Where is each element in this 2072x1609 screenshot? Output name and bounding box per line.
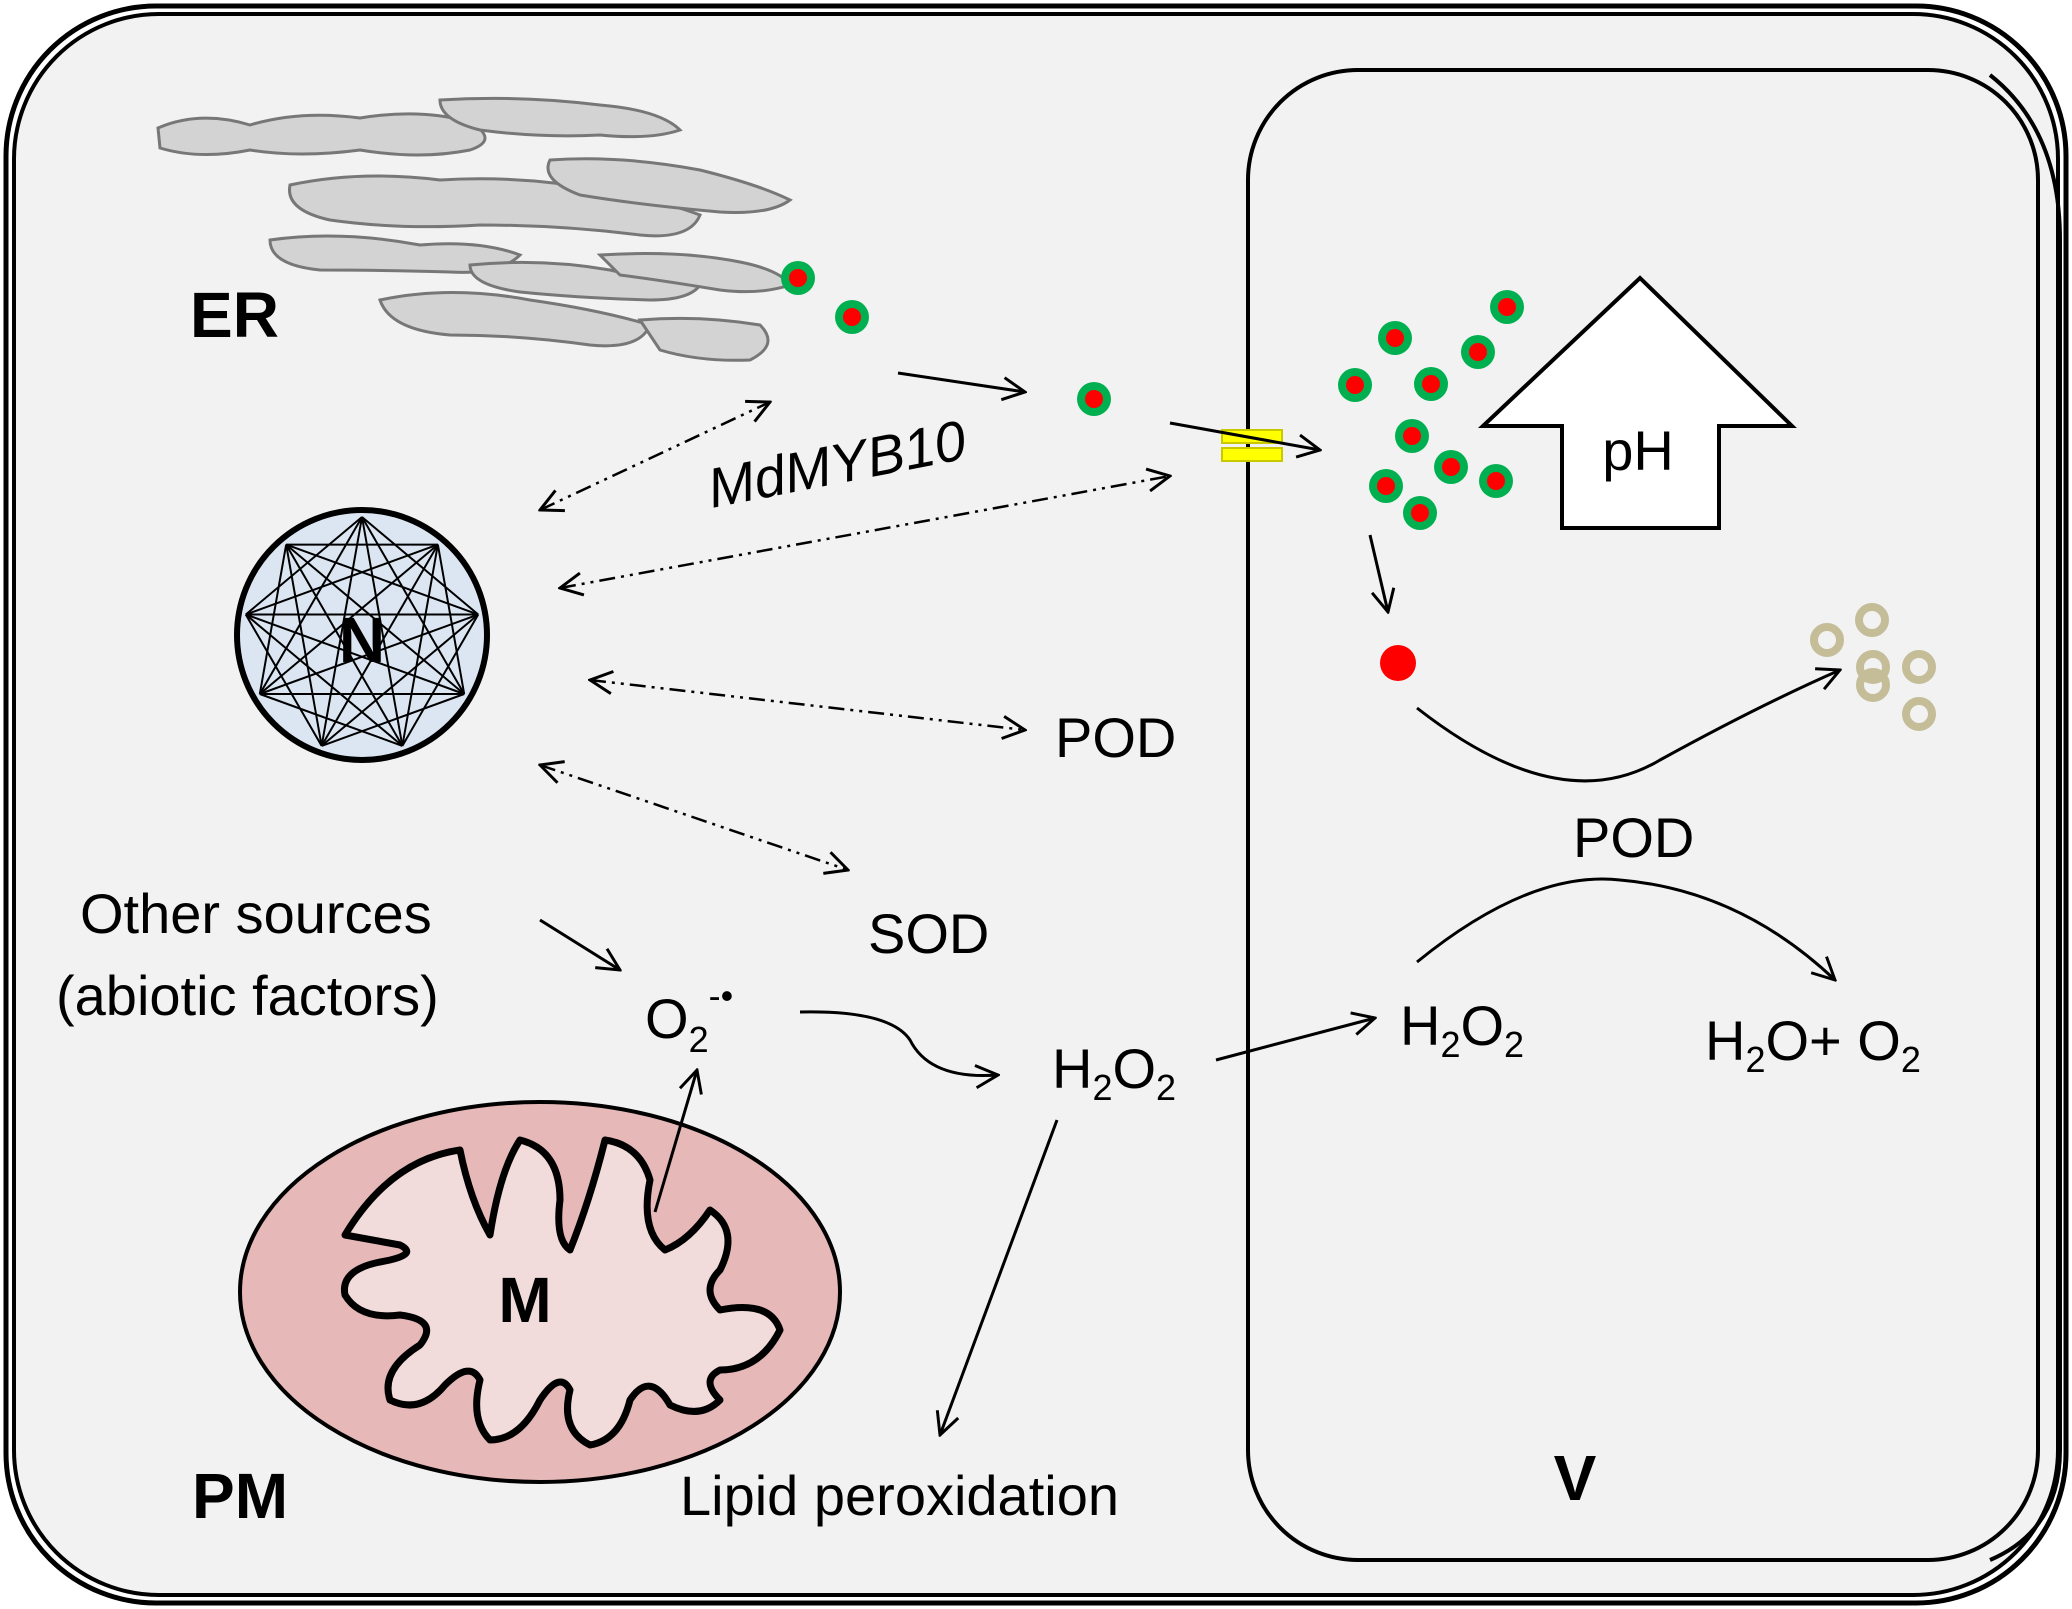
arrow-aggregate-to-free xyxy=(1368,534,1388,612)
free-anthocyanin-icon xyxy=(1380,645,1416,681)
nucleus-star-line xyxy=(244,614,323,747)
nucleus-icon xyxy=(234,507,490,763)
nucleus-star-line xyxy=(259,543,439,695)
nucleus-star-line xyxy=(401,544,439,747)
nucleus-star-line xyxy=(361,516,479,616)
nucleus-star-line xyxy=(245,613,465,695)
arrow-degradation xyxy=(1416,670,1840,783)
anthocyanin-dot-core xyxy=(1442,458,1460,476)
vacuole xyxy=(1246,68,2062,1562)
nucleus-star-line xyxy=(258,544,288,695)
h2o2-vacuole-label: H2O2 xyxy=(1400,994,1524,1065)
h2o2-cytoplasm-label: H2O2 xyxy=(1052,1037,1176,1108)
nucleus-star-line xyxy=(285,544,404,747)
regulation-arrows xyxy=(540,402,1170,870)
anthocyanin-dot-core xyxy=(1346,376,1364,394)
nucleus-star-line xyxy=(320,516,363,747)
arrow-other-sources xyxy=(539,918,620,970)
anthocyanin-dot-core xyxy=(1411,504,1429,522)
anthocyanin-dot-core xyxy=(1386,329,1404,347)
lipid-peroxidation-label: Lipid peroxidation xyxy=(680,1464,1119,1527)
arrow-mito-to-superoxide xyxy=(653,1070,697,1213)
nucleus-star-line xyxy=(321,693,465,747)
nucleus-star-line xyxy=(245,516,363,616)
er-icon xyxy=(156,96,793,362)
anthocyanin-dot-core xyxy=(1487,472,1505,490)
abiotic-factors-label: (abiotic factors) xyxy=(56,964,439,1027)
anthocyanin-dot-core xyxy=(1085,390,1103,408)
nucleus-star-line xyxy=(258,516,363,695)
nucleus-star-line xyxy=(361,516,404,747)
nucleus-star-line xyxy=(285,543,465,695)
ph-up-arrow-icon xyxy=(1477,275,1797,530)
pm-label: PM xyxy=(192,1460,288,1532)
anthocyanin-dot-core xyxy=(843,308,861,326)
arrow-h2o2-to-lipid xyxy=(940,1119,1059,1435)
other-sources-label: Other sources xyxy=(80,882,432,945)
nucleus-star-line xyxy=(320,544,439,747)
mitochondrion-icon xyxy=(238,1100,842,1484)
nucleus-star-line xyxy=(285,543,479,616)
nucleus-star-line xyxy=(259,693,403,747)
vacuole-label: V xyxy=(1554,1442,1597,1514)
nucleus-star-line xyxy=(259,613,479,695)
pod-cytoplasm-label: POD xyxy=(1055,706,1176,769)
arrows xyxy=(539,371,1840,1435)
products-label: H2O+ O2 xyxy=(1705,1009,1921,1080)
arrow-h2o2-breakdown xyxy=(1416,877,1835,980)
nucleus-star-line xyxy=(436,544,466,695)
anthocyanin-dot-core xyxy=(1422,375,1440,393)
nucleus-star-line xyxy=(245,613,404,747)
nucleus-star-line xyxy=(401,614,480,747)
arrow-er-to-cytoplasm xyxy=(897,371,1025,392)
arrow-superoxide-to-h2o2 xyxy=(799,1010,998,1076)
degraded-anthocyanins xyxy=(1810,603,1936,731)
anthocyanin-dot-core xyxy=(789,269,807,287)
anthocyanin-dot-core xyxy=(1469,343,1487,361)
arrow-h2o2-to-vacuole xyxy=(1215,1018,1375,1062)
er-label: ER xyxy=(190,279,279,351)
ph-label: pH xyxy=(1602,419,1674,482)
anthocyanin-dots xyxy=(781,261,1524,681)
anthocyanin-dot-core xyxy=(1403,427,1421,445)
anthocyanin-dot-core xyxy=(1377,477,1395,495)
nucleus-label: N xyxy=(339,604,385,676)
nucleus-star-line xyxy=(361,516,466,695)
pod-vacuole-label: POD xyxy=(1573,806,1694,869)
mitochondrion-label: M xyxy=(498,1264,551,1336)
nucleus-star-line xyxy=(245,543,439,616)
anthocyanin-dot-core xyxy=(1498,298,1516,316)
sod-label: SOD xyxy=(868,902,989,965)
arrow-cytoplasm-to-vacuole xyxy=(1169,421,1320,450)
superoxide-label: O2-• xyxy=(645,975,733,1060)
nucleus-star-line xyxy=(320,613,479,747)
nucleus-star-line xyxy=(285,544,323,747)
